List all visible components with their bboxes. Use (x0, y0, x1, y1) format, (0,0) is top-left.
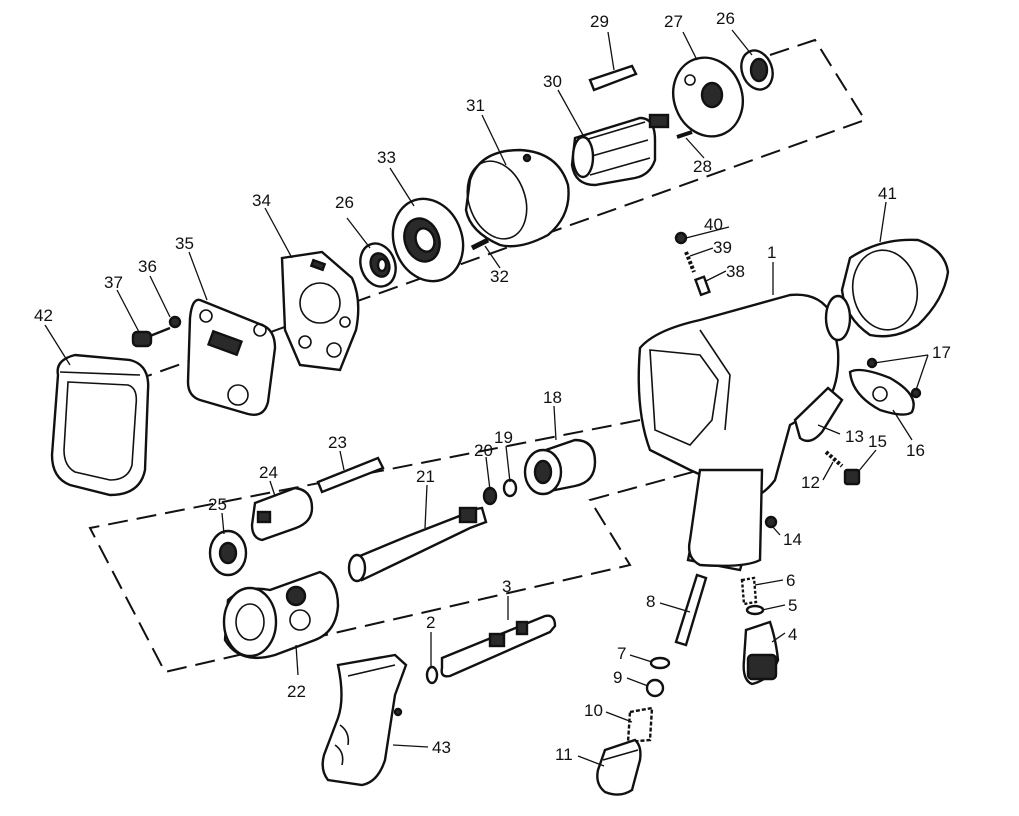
label-17: 17 (932, 343, 951, 362)
label-21: 21 (416, 467, 435, 486)
part-29-vane (588, 64, 638, 92)
part-11-air-inlet (596, 738, 642, 796)
part-20-o-ring (482, 486, 498, 506)
label-22: 22 (287, 682, 306, 701)
label-9: 9 (613, 668, 622, 687)
label-35: 35 (175, 234, 194, 253)
label-14: 14 (783, 530, 802, 549)
part-14-pin (764, 515, 778, 529)
label-42: 42 (34, 306, 53, 325)
part-37-screw (131, 326, 171, 348)
part-labels: 1 2 3 4 5 6 7 8 9 10 11 12 13 14 15 16 1… (34, 9, 951, 764)
label-2: 2 (426, 613, 435, 632)
part-1-housing (637, 293, 852, 572)
label-3: 3 (502, 577, 511, 596)
part-41-front-boot (840, 238, 950, 338)
part-5-o-ring (745, 604, 765, 616)
label-11: 11 (555, 745, 573, 764)
part-18-bushing (523, 438, 597, 496)
label-23: 23 (328, 433, 347, 452)
label-38: 38 (726, 262, 745, 281)
part-19-washer (502, 478, 518, 498)
part-25-nut (208, 529, 248, 577)
label-6: 6 (786, 571, 795, 590)
label-16: 16 (906, 441, 925, 460)
part-8-throttle-valve-stem (674, 573, 708, 647)
label-24: 24 (259, 463, 278, 482)
part-7-o-ring (649, 656, 671, 670)
label-40: 40 (704, 215, 723, 234)
label-5: 5 (788, 596, 797, 615)
part-2-o-ring (425, 665, 439, 685)
label-27: 27 (664, 12, 683, 31)
label-8: 8 (646, 592, 655, 611)
part-30-rotor (570, 113, 670, 187)
label-18: 18 (543, 388, 562, 407)
label-43: 43 (432, 738, 451, 757)
label-4: 4 (788, 625, 797, 644)
part-3-valve (440, 614, 557, 678)
part-23-hammer-pin (316, 456, 385, 494)
part-26-front-bearing (740, 49, 774, 91)
label-7: 7 (617, 644, 626, 663)
part-13-reverse-lever (793, 386, 844, 443)
part-42-rear-boot (50, 353, 150, 497)
part-31-cylinder (464, 148, 570, 248)
part-12-spring (824, 450, 844, 468)
label-28: 28 (693, 157, 712, 176)
part-15-nut (843, 468, 861, 486)
label-15: 15 (868, 432, 887, 451)
part-38-valve-bushing (693, 275, 711, 297)
part-33-end-plate (391, 197, 465, 283)
part-32-pin (470, 237, 490, 251)
label-34: 34 (252, 191, 271, 210)
part-43-grip (321, 653, 408, 787)
part-40-ball (674, 231, 688, 245)
part-36-washer (168, 315, 182, 329)
label-26-lower: 26 (335, 193, 354, 212)
part-16-reverse-plate (848, 368, 915, 416)
part-28-pin (676, 130, 693, 139)
part-9-ball (645, 678, 665, 698)
part-27-front-plate (672, 56, 744, 138)
label-39: 39 (713, 238, 732, 257)
label-12: 12 (801, 473, 820, 492)
part-26-rear-bearing (359, 242, 397, 288)
label-19: 19 (494, 428, 513, 447)
part-21-anvil (347, 506, 488, 583)
label-1: 1 (767, 243, 776, 262)
part-4-regulator (742, 620, 780, 686)
label-31: 31 (466, 96, 485, 115)
label-37: 37 (104, 273, 123, 292)
label-10: 10 (584, 701, 603, 720)
label-26-upper: 26 (716, 9, 735, 28)
label-32: 32 (490, 267, 509, 286)
label-41: 41 (878, 184, 897, 203)
assembly-axis-lines (79, 38, 867, 674)
label-33: 33 (377, 148, 396, 167)
label-30: 30 (543, 72, 562, 91)
part-35-rear-cover (186, 298, 277, 416)
label-25: 25 (208, 495, 227, 514)
label-29: 29 (590, 12, 609, 31)
label-36: 36 (138, 257, 157, 276)
part-39-valve-spring (684, 251, 696, 273)
label-20: 20 (474, 441, 493, 460)
part-6-spring (740, 576, 758, 606)
label-13: 13 (845, 427, 864, 446)
part-10-spring (626, 706, 654, 744)
part-34-gasket (280, 250, 360, 372)
part-22-hammer-cage (222, 570, 340, 660)
part-24-hammer (250, 486, 314, 542)
leader-lines (44, 29, 929, 767)
